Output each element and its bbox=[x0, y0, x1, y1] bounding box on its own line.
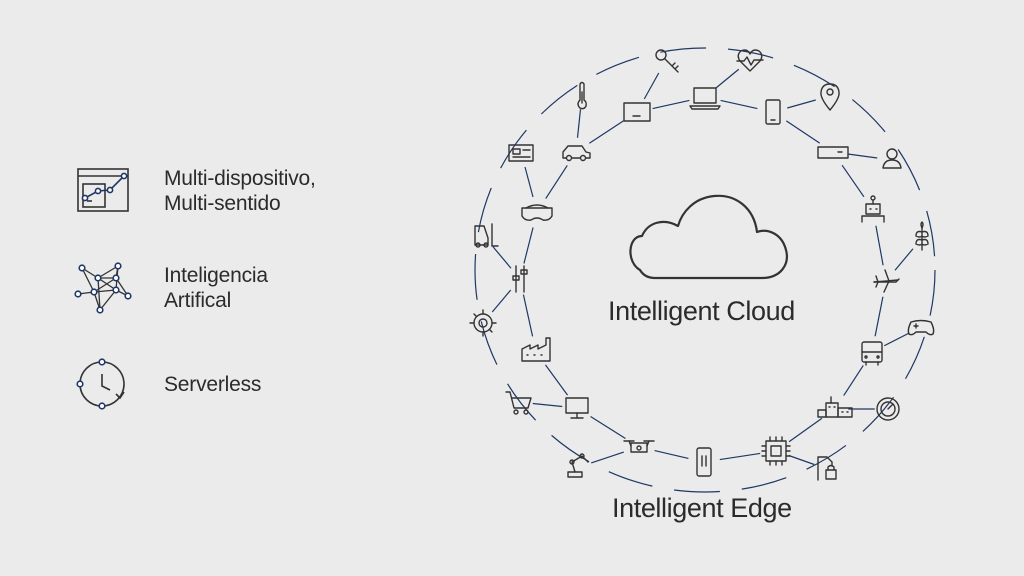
key-icon bbox=[655, 49, 679, 73]
bus-icon bbox=[861, 341, 883, 366]
neural-network-icon bbox=[74, 262, 132, 314]
feature-line: Serverless bbox=[164, 372, 262, 396]
airplane-icon bbox=[873, 269, 900, 293]
intelligent-cloud-label: Intelligent Cloud bbox=[608, 296, 795, 326]
locked-file-icon bbox=[817, 456, 837, 481]
thermometer-icon bbox=[577, 81, 587, 110]
feature-ai: Inteligencia Artifical bbox=[72, 258, 268, 318]
shopping-cart-icon bbox=[505, 391, 532, 415]
factory-icon bbox=[521, 337, 551, 362]
clock-cycle-icon bbox=[76, 358, 125, 410]
sliders-icon bbox=[512, 265, 528, 293]
connector-line bbox=[522, 294, 534, 337]
connector-line bbox=[875, 225, 884, 266]
feature-serverless-text: Serverless bbox=[164, 372, 261, 397]
connector-line bbox=[532, 402, 563, 408]
connection-lines bbox=[474, 47, 936, 493]
connector-line bbox=[841, 164, 865, 198]
connector-line bbox=[874, 296, 884, 337]
buildings-icon bbox=[817, 396, 853, 418]
connector-line bbox=[524, 166, 534, 198]
connector-line bbox=[720, 99, 758, 110]
dashboard-chart-icon bbox=[77, 168, 129, 212]
cloud-icon bbox=[629, 194, 788, 280]
connector-line bbox=[788, 454, 815, 466]
connector-line bbox=[589, 120, 624, 144]
connector-line bbox=[544, 364, 569, 396]
drone-icon bbox=[623, 440, 655, 453]
robot-icon bbox=[861, 195, 885, 223]
connector-line bbox=[715, 68, 740, 89]
feature-multi-device-text: Multi-dispositivo, Multi-sentido bbox=[164, 166, 316, 216]
newspaper-icon bbox=[508, 144, 534, 162]
iot-device-icon bbox=[696, 447, 712, 477]
connector-line bbox=[652, 99, 690, 110]
phone-icon bbox=[765, 99, 781, 125]
feature-line: Multi-dispositivo, bbox=[164, 167, 316, 190]
connector-line bbox=[492, 246, 512, 269]
connector-line bbox=[787, 99, 816, 109]
connector-line bbox=[847, 153, 878, 159]
connector-line bbox=[785, 120, 821, 144]
laptop-icon bbox=[689, 87, 721, 110]
feature-serverless: Serverless bbox=[72, 354, 261, 414]
connector-line bbox=[545, 165, 568, 199]
feature-multi-device: Multi-dispositivo, Multi-sentido bbox=[72, 161, 316, 221]
person-icon bbox=[882, 148, 902, 169]
heart-pulse-icon bbox=[736, 49, 764, 72]
connector-line bbox=[894, 248, 914, 271]
connector-line bbox=[788, 417, 823, 443]
car-icon bbox=[562, 145, 591, 162]
feature-line: Artifical bbox=[164, 289, 232, 312]
tablet-icon bbox=[623, 102, 651, 122]
connector-line bbox=[523, 227, 534, 264]
connector-line bbox=[883, 332, 910, 347]
gauge-icon bbox=[876, 397, 900, 421]
connector-line bbox=[643, 72, 660, 100]
feature-line: Multi-sentido bbox=[164, 192, 281, 215]
monitor-icon bbox=[565, 397, 589, 419]
connector-line bbox=[843, 365, 864, 396]
location-pin-icon bbox=[820, 83, 840, 111]
gamepad-icon bbox=[907, 319, 935, 336]
wheat-icon bbox=[915, 221, 929, 251]
robotic-arm-icon bbox=[567, 453, 589, 478]
vr-headset-icon bbox=[521, 204, 553, 221]
connector-line bbox=[590, 451, 625, 464]
connector-line bbox=[576, 109, 582, 138]
feature-ai-text: Inteligencia Artifical bbox=[164, 263, 268, 313]
connector-line bbox=[719, 452, 761, 461]
connector-line bbox=[590, 416, 626, 439]
server-icon bbox=[817, 146, 849, 159]
connector-line bbox=[491, 289, 512, 313]
connector-line bbox=[654, 450, 689, 459]
intelligent-edge-label: Intelligent Edge bbox=[612, 493, 792, 523]
chip-icon bbox=[761, 436, 791, 466]
gear-icon bbox=[469, 309, 497, 337]
feature-line: Inteligencia bbox=[164, 264, 268, 287]
forklift-icon bbox=[474, 223, 499, 248]
outer-ring-arc bbox=[474, 47, 936, 493]
